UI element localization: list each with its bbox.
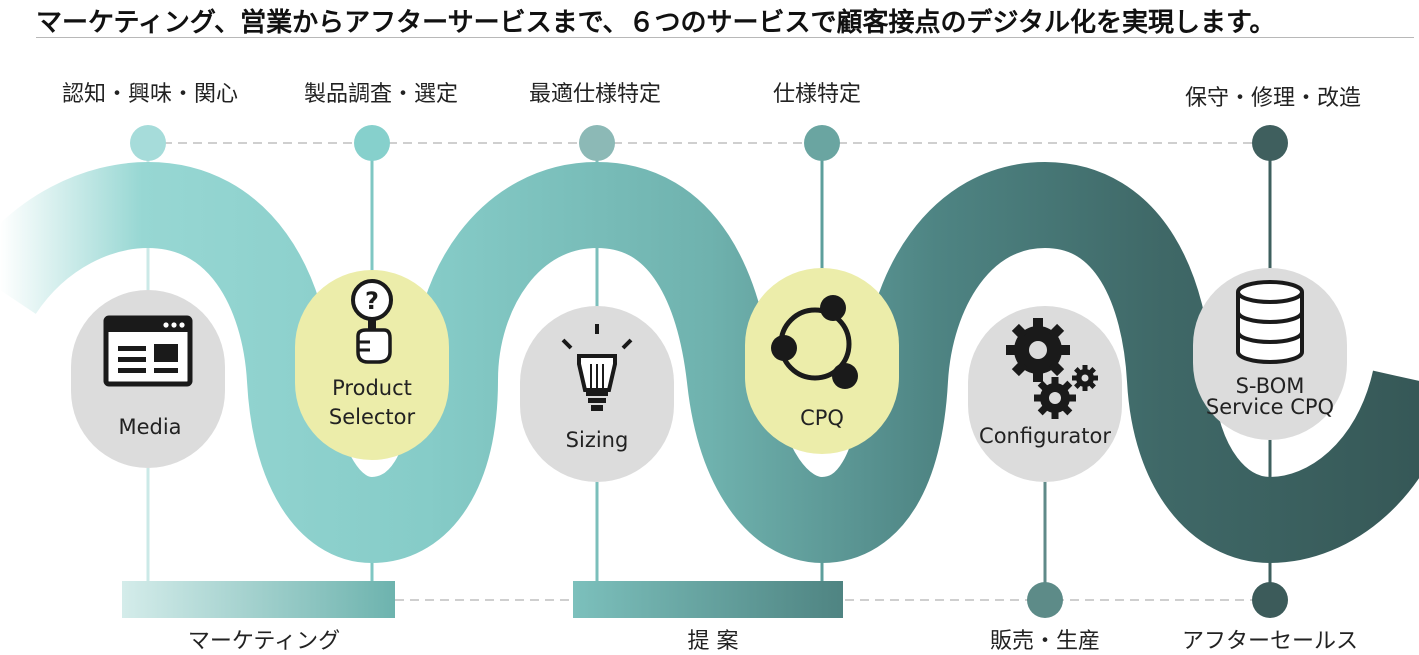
database-icon bbox=[1236, 280, 1304, 364]
configurator-label: Configurator bbox=[979, 424, 1111, 448]
stage-label-maintenance: 保守・修理・改造 bbox=[1185, 86, 1361, 111]
sizing-label: Sizing bbox=[566, 428, 629, 452]
phase-label-sales: 販売・生産 bbox=[990, 629, 1100, 654]
stage-dot-2 bbox=[354, 125, 390, 161]
phase-bar-proposal bbox=[573, 581, 843, 618]
magnifier-question-icon: ? bbox=[351, 279, 393, 364]
headline-divider bbox=[36, 37, 1414, 38]
svg-text:?: ? bbox=[365, 287, 379, 315]
stage-dot-1 bbox=[130, 125, 166, 161]
browser-window-icon bbox=[103, 315, 193, 387]
stage-label-optimal-spec: 最適仕様特定 bbox=[529, 82, 661, 107]
cycle-nodes-icon bbox=[771, 295, 858, 389]
media-label: Media bbox=[118, 415, 181, 439]
product-selector-label-line1: Product bbox=[332, 376, 412, 400]
gears-icon bbox=[1006, 318, 1098, 419]
stage-label-awareness: 認知・興味・関心 bbox=[62, 82, 238, 107]
product-selector-label-line2: Selector bbox=[329, 405, 416, 429]
stage-dot-4 bbox=[804, 125, 840, 161]
phase-dot-aftersales bbox=[1252, 582, 1288, 618]
phase-label-aftersales: アフターセールス bbox=[1182, 629, 1358, 654]
cpq-label: CPQ bbox=[800, 406, 844, 430]
phase-label-proposal: 提 案 bbox=[688, 629, 739, 654]
sbom-label-line2: Service CPQ bbox=[1206, 395, 1334, 419]
sbom-label-line1: S-BOM bbox=[1236, 374, 1305, 398]
stage-dot-5 bbox=[1252, 125, 1288, 161]
product-selector-bubble bbox=[295, 270, 449, 460]
phase-label-marketing: マーケティング bbox=[188, 629, 340, 654]
stage-label-research: 製品調査・選定 bbox=[304, 82, 458, 107]
stage-dot-3 bbox=[579, 125, 615, 161]
stage-label-spec: 仕様特定 bbox=[773, 82, 861, 107]
phase-dot-sales bbox=[1027, 582, 1063, 618]
lightbulb-icon bbox=[561, 324, 633, 411]
phase-bar-marketing bbox=[122, 581, 395, 618]
journey-wave-band bbox=[0, 161, 1419, 564]
headline: マーケティング、営業からアフターサービスまで、６つのサービスで顧客接点のデジタル… bbox=[36, 8, 1276, 38]
cpq-bubble bbox=[745, 268, 899, 454]
